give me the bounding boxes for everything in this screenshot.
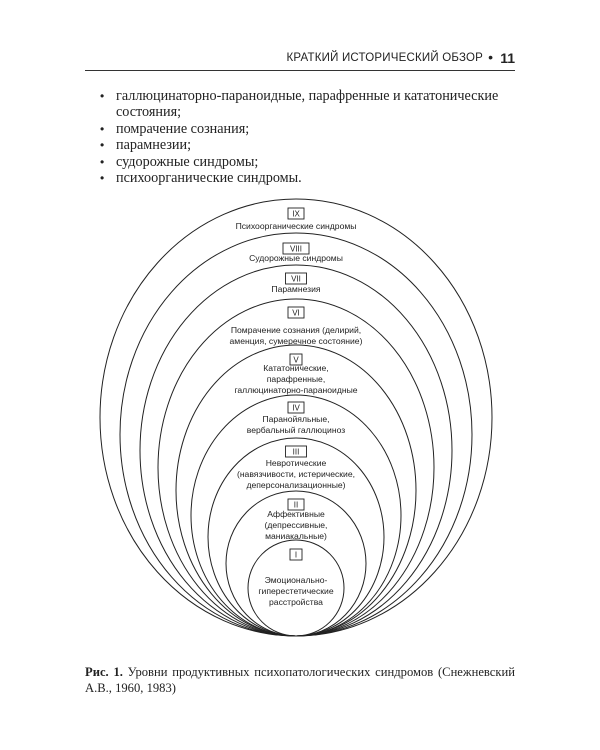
list-item: • галлюцинаторно-параноидные, парафренные…	[100, 88, 510, 121]
level-label-line: Помрачение сознания (делирий,	[231, 325, 361, 335]
level-numeral-box	[287, 306, 305, 319]
bullet-marker: •	[100, 154, 105, 169]
bullet-marker: •	[100, 89, 105, 103]
level-numeral-box	[282, 242, 310, 255]
level-label-line: Психоорганические синдромы	[236, 221, 357, 231]
syndrome-bullet-list: • галлюцинаторно-параноидные, парафренные…	[100, 88, 510, 186]
level-label-line: Кататонические,	[263, 363, 328, 373]
level-numeral: IV	[292, 404, 300, 413]
list-item-text: парамнезии;	[116, 137, 192, 154]
level-label-line: расстройства	[269, 597, 323, 607]
header-title: КРАТКИЙ ИСТОРИЧЕСКИЙ ОБЗОР	[286, 52, 483, 64]
page-number: 11	[500, 50, 515, 66]
caption-label: Рис. 1.	[85, 665, 123, 679]
level-label-line: Судорожные синдромы	[249, 253, 343, 263]
list-item: • помрачение сознания;	[100, 121, 510, 137]
level-label-line: парафренные,	[267, 374, 325, 384]
level-labels: I Эмоционально-гиперестетическиерасстройс…	[230, 207, 363, 607]
list-item-text: помрачение сознания;	[116, 120, 250, 137]
level-numeral: V	[293, 356, 299, 365]
level-numeral: VI	[292, 309, 300, 318]
level-numeral: III	[293, 448, 300, 457]
level-label-line: галлюцинаторно-параноидные	[234, 385, 357, 395]
level-numeral: I	[295, 551, 297, 560]
level-label-line: Парамнезия	[271, 284, 321, 294]
level-label-line: (навязчивости, истерические,	[237, 469, 355, 479]
level-label-line: (депрессивные,	[265, 520, 328, 530]
level-numeral-box	[287, 207, 305, 220]
list-item-text: галлюцинаторно-параноидные, парафренные …	[116, 88, 499, 121]
level-numeral: VIII	[290, 245, 302, 254]
list-item: • парамнезии;	[100, 137, 510, 153]
level-numeral-box	[285, 445, 307, 458]
list-item-text: психоорганические синдромы.	[116, 170, 302, 187]
level-label-line: аменция, сумеречное состояние)	[230, 336, 363, 346]
level-numeral-box	[285, 272, 307, 285]
list-item-text: судорожные синдромы;	[116, 153, 259, 170]
level-numeral-box	[287, 401, 305, 414]
running-header: КРАТКИЙ ИСТОРИЧЕСКИЙ ОБЗОР • 11	[85, 48, 515, 71]
level-numeral-box	[289, 353, 303, 366]
bullet-marker: •	[100, 138, 105, 153]
list-item: • психоорганические синдромы.	[100, 170, 510, 186]
level-ellipses	[99, 198, 493, 637]
header-bullet: •	[488, 49, 493, 65]
level-label-line: Невротические	[266, 458, 327, 468]
level-label-line: Паранойяльные,	[262, 414, 329, 424]
level-numeral: IX	[292, 210, 300, 219]
figure-caption: Рис. 1. Уровни продуктивных психопатолог…	[85, 664, 515, 696]
bullet-marker: •	[100, 121, 105, 136]
level-label-line: вербальный галлюциноз	[247, 425, 345, 435]
level-ellipse-1	[247, 539, 345, 637]
level-label-line: Эмоционально-	[265, 575, 328, 585]
level-label-line: гиперестетические	[258, 586, 333, 596]
level-numeral: VII	[291, 275, 301, 284]
caption-text: Уровни продуктивных психопатологических …	[85, 665, 515, 695]
level-numeral-box	[289, 548, 303, 561]
level-numeral-box	[287, 498, 305, 511]
bullet-marker: •	[100, 171, 105, 186]
level-label-line: маниакальные)	[265, 531, 327, 541]
level-numeral: II	[294, 501, 298, 510]
level-label-line: деперсонализационные)	[246, 480, 345, 490]
level-label-line: Аффективные	[267, 509, 325, 519]
list-item: • судорожные синдромы;	[100, 154, 510, 170]
